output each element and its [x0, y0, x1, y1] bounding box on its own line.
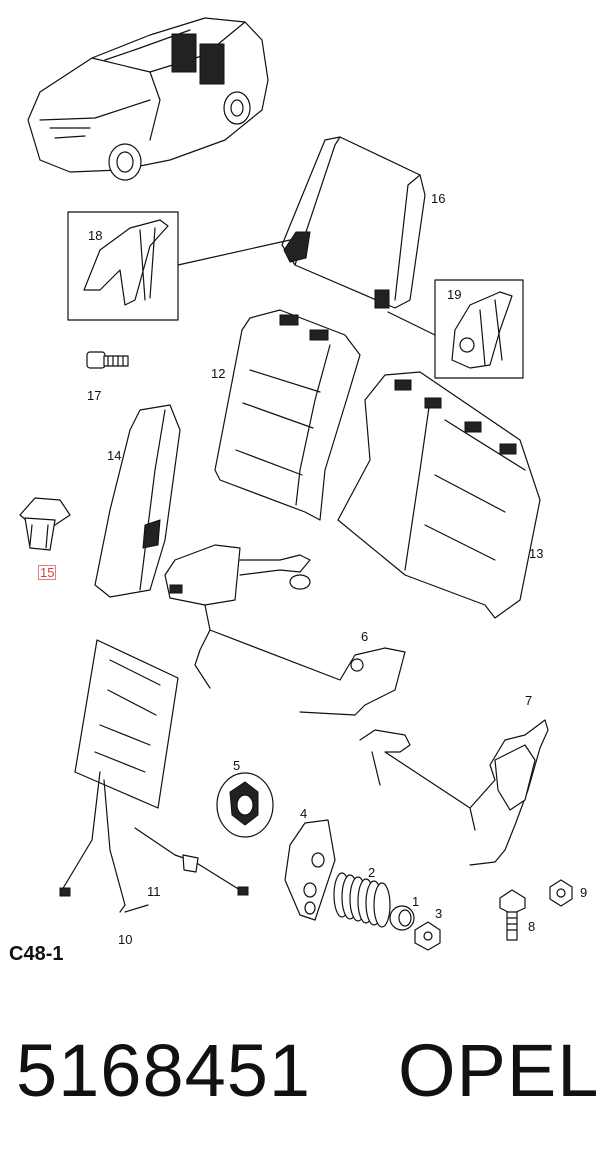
diagram-reference-code: C48-1 — [9, 943, 64, 965]
callout-1[interactable]: 1 — [412, 894, 420, 909]
part-13-right-backrest-frame — [337, 371, 541, 619]
callout-9[interactable]: 9 — [580, 885, 588, 900]
callout-3[interactable]: 3 — [435, 906, 443, 921]
parts-diagram: 1 2 3 4 5 6 7 8 9 10 11 12 13 14 15 16 1… — [19, 17, 588, 951]
part-2-spring — [333, 872, 391, 928]
part-15-retaining-clip — [19, 497, 71, 551]
part-3-nut — [414, 921, 441, 951]
part-16-backrest-cushion — [281, 136, 426, 309]
callout-11[interactable]: 11 — [147, 884, 161, 899]
callout-19[interactable]: 19 — [447, 287, 462, 302]
part-19-detail-box — [387, 279, 524, 379]
callout-10[interactable]: 10 — [118, 932, 133, 947]
part-9-nut — [549, 879, 573, 907]
brand-name: OPEL — [398, 1029, 600, 1112]
callout-6[interactable]: 6 — [361, 629, 369, 644]
part-12-left-backrest-frame — [214, 309, 361, 521]
part-14-side-bolster — [94, 404, 181, 598]
part-1-bushing — [389, 905, 415, 931]
callout-5[interactable]: 5 — [233, 758, 241, 773]
exploded-view-drawing — [19, 17, 573, 951]
part-17-bolt — [86, 351, 129, 369]
callout-8[interactable]: 8 — [528, 919, 536, 934]
callout-17[interactable]: 17 — [87, 388, 102, 403]
part-7-seat-rail-bracket — [359, 719, 549, 866]
part-5-grommet — [216, 772, 274, 838]
callout-13[interactable]: 13 — [529, 546, 544, 561]
part-18-detail-box — [67, 211, 311, 321]
callout-12[interactable]: 12 — [211, 366, 226, 381]
callout-2[interactable]: 2 — [368, 865, 376, 880]
part-number: 5168451 — [16, 1029, 312, 1112]
callout-7[interactable]: 7 — [525, 693, 533, 708]
callout-15[interactable]: 15 — [38, 565, 57, 580]
part-10-heating-mat — [59, 639, 179, 906]
leader-lines — [119, 904, 149, 913]
callout-4[interactable]: 4 — [300, 806, 308, 821]
car-overview-illustration — [27, 17, 269, 181]
part-4-mounting-plate — [284, 819, 336, 921]
part-11-wiring-harness — [134, 827, 249, 896]
part-6-seat-frame — [164, 544, 406, 716]
part-8-bolt — [499, 889, 526, 941]
callout-14[interactable]: 14 — [107, 448, 122, 463]
callout-18[interactable]: 18 — [88, 228, 103, 243]
callout-16[interactable]: 16 — [431, 191, 446, 206]
